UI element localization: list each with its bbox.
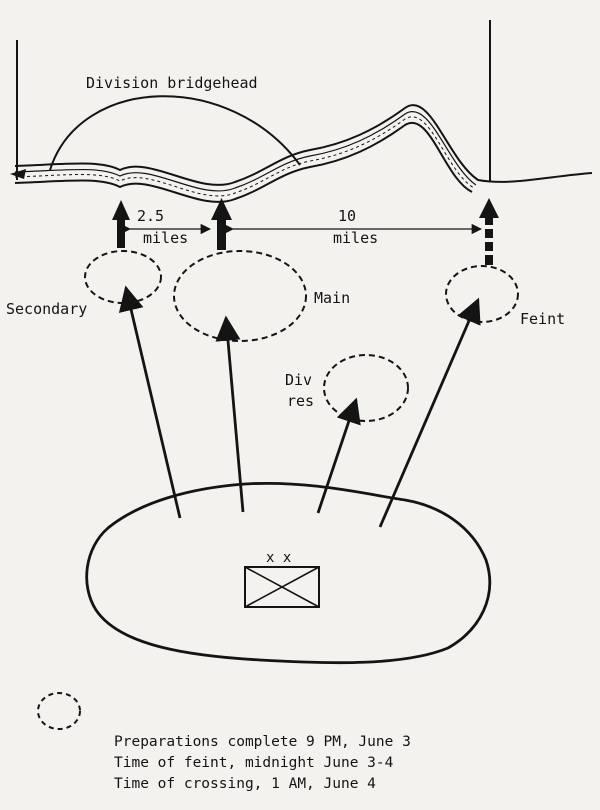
river — [14, 104, 593, 203]
movement-arrow-reserve — [316, 397, 361, 514]
main-assembly-area — [173, 250, 307, 342]
movement-arrow-main — [215, 315, 245, 513]
note-preparations: Preparations complete 9 PM, June 3 — [114, 734, 411, 750]
div-reserve-label-line2: res — [287, 392, 314, 410]
secondary-assembly-area — [84, 250, 162, 304]
secondary-label: Secondary — [6, 300, 87, 318]
distance-2-value: 10 — [338, 207, 356, 225]
feint-label: Feint — [520, 310, 565, 328]
main-crossing-arrow — [211, 198, 232, 250]
timeline-notes: Preparations complete 9 PM, June 3 Time … — [114, 732, 411, 795]
feint-assembly-area — [445, 265, 519, 323]
distance-2-unit: miles — [333, 229, 378, 247]
bridgehead-label: Division bridgehead — [86, 74, 258, 92]
div-reserve-label-line1: Div — [285, 371, 312, 389]
feint-crossing-arrow — [479, 198, 499, 265]
movement-arrow-secondary — [118, 285, 182, 519]
division-assembly-area — [85, 481, 492, 665]
bridgehead-arc — [49, 95, 301, 171]
main-label: Main — [314, 289, 350, 307]
distance-1-unit: miles — [143, 229, 188, 247]
distance-1-value: 2.5 — [137, 207, 164, 225]
division-hq-icon — [244, 566, 320, 608]
division-reserve-area — [323, 354, 409, 422]
movement-arrow-feint — [378, 297, 481, 528]
secondary-crossing-arrow — [112, 200, 130, 248]
note-crossing-time: Time of crossing, 1 AM, June 4 — [114, 776, 376, 792]
river-flow-arrow-icon — [10, 169, 26, 179]
division-size-mark: x x — [266, 550, 291, 566]
note-feint-time: Time of feint, midnight June 3-4 — [114, 755, 394, 771]
small-dashed-area — [37, 692, 81, 730]
